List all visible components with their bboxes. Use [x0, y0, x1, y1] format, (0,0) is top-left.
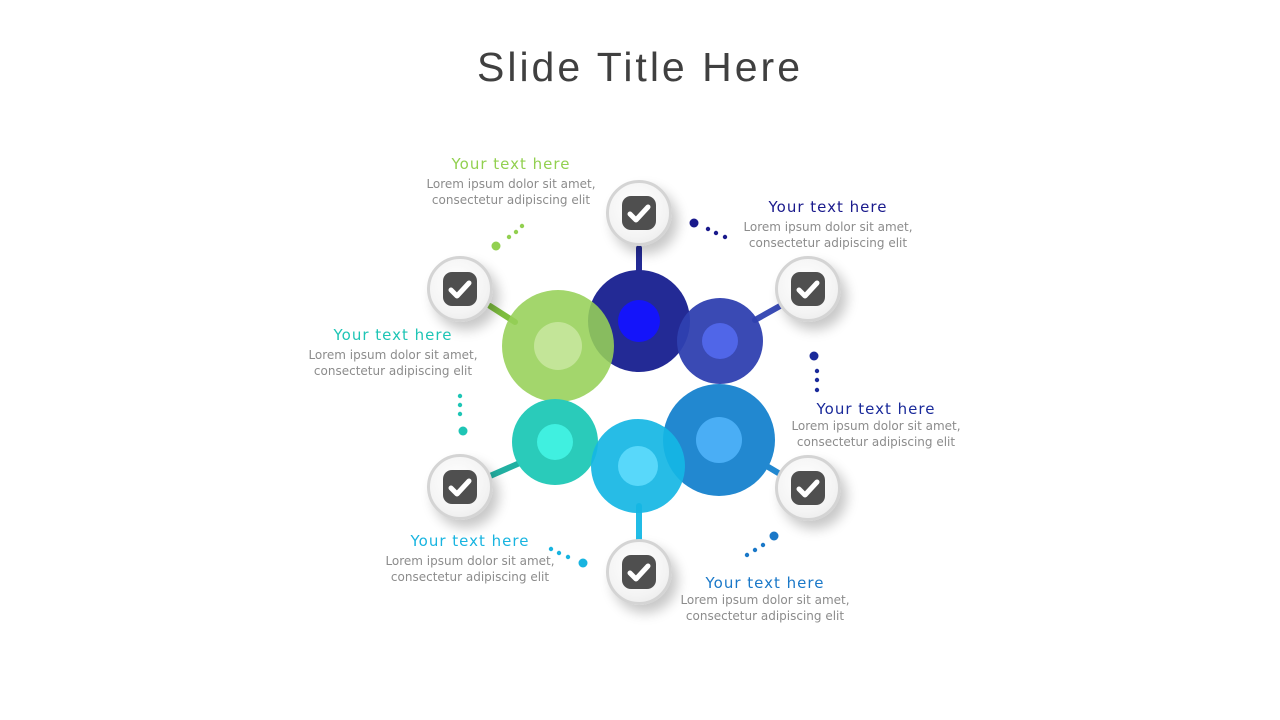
- check-badge-top-left[interactable]: [427, 256, 493, 322]
- body-line: consectetur adipiscing elit: [748, 236, 908, 250]
- circle-teal: [512, 399, 598, 485]
- circle-blue: [663, 384, 775, 496]
- body-line: Lorem ipsum dolor sit amet,: [743, 220, 913, 234]
- circle-light-blue: [591, 419, 685, 513]
- body-line: Lorem ipsum dolor sit amet,: [385, 554, 555, 568]
- check-badge-bottom-left[interactable]: [427, 454, 493, 520]
- text-block-blue: Your text here Lorem ipsum dolor sit ame…: [680, 574, 849, 624]
- dots-navy: [689, 218, 728, 240]
- dots-blue: [744, 531, 779, 558]
- text-block-indigo: Your text here Lorem ipsum dolor sit ame…: [791, 400, 960, 450]
- body-line: consectetur adipiscing elit: [685, 609, 845, 623]
- connector-bottom-left: [487, 459, 525, 479]
- check-icon: [627, 204, 651, 223]
- text-block-teal: Your text here Lorem ipsum dolor sit ame…: [308, 326, 477, 379]
- check-icon: [448, 280, 472, 299]
- heading: Your text here: [410, 532, 530, 550]
- body-line: consectetur adipiscing elit: [313, 364, 473, 378]
- body-line: consectetur adipiscing elit: [431, 193, 591, 207]
- body-line: Lorem ipsum dolor sit amet,: [680, 593, 850, 607]
- heading: Your text here: [816, 400, 936, 418]
- text-block-light-blue: Your text here Lorem ipsum dolor sit ame…: [385, 532, 554, 585]
- text-block-green: Your text here Lorem ipsum dolor sit ame…: [426, 155, 595, 208]
- dots-green: [491, 223, 525, 251]
- body-line: Lorem ipsum dolor sit amet,: [791, 419, 961, 433]
- heading: Your text here: [451, 155, 571, 173]
- check-icon: [448, 478, 472, 497]
- heading: Your text here: [768, 198, 888, 216]
- body-line: consectetur adipiscing elit: [796, 435, 956, 449]
- check-badge-bottom-right[interactable]: [775, 455, 841, 521]
- check-icon: [796, 479, 820, 498]
- check-badge-bottom[interactable]: [606, 539, 672, 605]
- check-badge-top[interactable]: [606, 180, 672, 246]
- slide-title: Slide Title Here: [476, 44, 803, 90]
- check-icon: [627, 563, 651, 582]
- connector-top-right: [752, 303, 783, 323]
- heading: Your text here: [333, 326, 453, 344]
- dots-indigo: [809, 351, 820, 393]
- body-line: Lorem ipsum dolor sit amet,: [308, 348, 478, 362]
- circle-indigo: [677, 298, 763, 384]
- body-line: Lorem ipsum dolor sit amet,: [426, 177, 596, 191]
- body-line: consectetur adipiscing elit: [390, 570, 550, 584]
- text-block-navy: Your text here Lorem ipsum dolor sit ame…: [743, 198, 912, 251]
- check-icon: [796, 280, 820, 299]
- dots-teal: [457, 393, 468, 436]
- check-badge-top-right[interactable]: [775, 256, 841, 322]
- circle-green: [502, 290, 614, 402]
- dots-light-blue: [548, 546, 588, 568]
- heading: Your text here: [705, 574, 825, 592]
